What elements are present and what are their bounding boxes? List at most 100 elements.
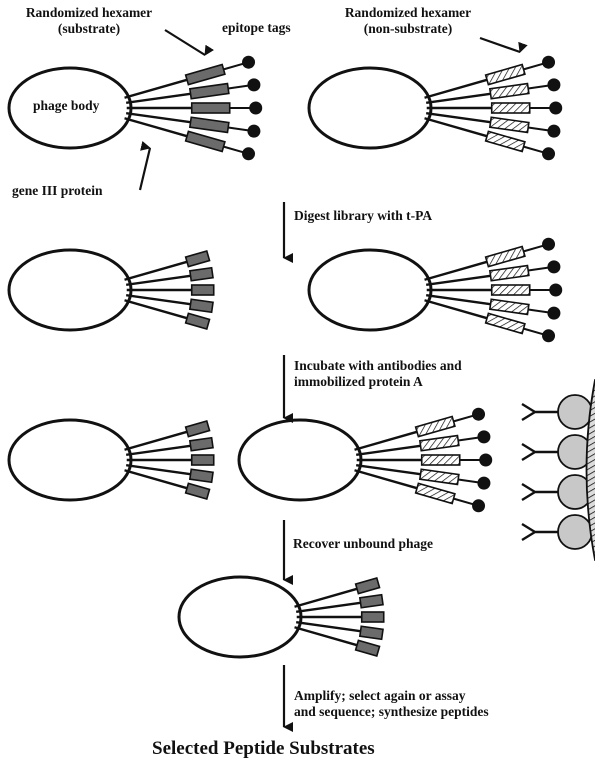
phage-body-label: phage body [33, 98, 99, 114]
epitope-tag [477, 477, 490, 490]
epitope-tag [247, 125, 260, 138]
epitope-tag [242, 147, 255, 160]
phage-body [9, 420, 131, 500]
hexamer-substrate [362, 612, 384, 622]
hexamer-nonsubstrate [492, 103, 530, 113]
linker [458, 480, 480, 483]
hexamer-nonsubstrate [416, 417, 455, 437]
epitope-tag [477, 430, 490, 443]
epitope-tag [547, 260, 560, 273]
linker [458, 437, 480, 440]
phage [309, 56, 562, 161]
step-recover-label: Recover unbound phage [293, 536, 433, 552]
epitope-tag [542, 56, 555, 69]
phage [179, 577, 384, 657]
epitope-tag [472, 408, 485, 421]
hexamer-substrate [190, 438, 213, 451]
epitope-tag [542, 238, 555, 251]
hexamer-nonsubstrate [486, 65, 525, 85]
hexamer-nonsubstrate [492, 285, 530, 295]
phage [9, 420, 214, 500]
hexamer-substrate [186, 251, 210, 267]
gene-iii-protein-label: gene III protein [12, 183, 103, 199]
linker [528, 310, 550, 313]
hexamer-substrate [360, 626, 383, 639]
hexamer-nonsubstrate [420, 436, 459, 451]
gene-iii-pointer-arrow [140, 148, 150, 190]
protein-a-bead [558, 395, 592, 429]
protein-a-bead [558, 515, 592, 549]
linker [224, 147, 245, 153]
epitope-tag [242, 56, 255, 69]
hexamer-nonsubstrate [490, 84, 529, 99]
phage-body [309, 250, 431, 330]
linker [524, 63, 545, 69]
hexamer-nonsubstrate [490, 299, 529, 314]
phage-body [309, 68, 431, 148]
antibody [522, 484, 558, 500]
hexamer-substrate [192, 103, 230, 113]
substrate-pointer-arrow [165, 30, 205, 55]
hexamer-substrate [360, 595, 383, 608]
antibody [522, 404, 558, 420]
epitope-tag [549, 102, 562, 115]
hexamer-substrate [186, 131, 225, 151]
epitope-tag [247, 78, 260, 91]
hexamer-nonsubstrate [490, 266, 529, 281]
epitope-tag [249, 102, 262, 115]
hexamer-substrate [186, 313, 210, 329]
hexamer-nonsubstrate [416, 483, 455, 503]
epitope-tag [542, 147, 555, 160]
hexamer-substrate-label: Randomized hexamer (substrate) [14, 5, 164, 36]
hexamer-substrate [190, 469, 213, 482]
linker [528, 267, 550, 270]
footer-title: Selected Peptide Substrates [152, 738, 375, 760]
hexamer-substrate [186, 65, 225, 85]
hexamer-substrate [190, 268, 213, 281]
phage [309, 238, 562, 343]
epitope-tag [549, 284, 562, 297]
hexamer-substrate [190, 84, 229, 99]
step-amplify-label: Amplify; select again or assay and seque… [294, 688, 489, 719]
protein-a-surface [522, 380, 595, 560]
hexamer-nonsubstrate-label: Randomized hexamer (non-substrate) [333, 5, 483, 36]
hexamer-substrate [356, 578, 380, 594]
linker [524, 245, 545, 251]
linker [528, 85, 550, 88]
hexamer-substrate [192, 285, 214, 295]
hexamer-nonsubstrate [422, 455, 460, 465]
hexamer-substrate [190, 299, 213, 312]
hexamer-substrate [186, 421, 210, 437]
linker [524, 329, 545, 335]
epitope-tags-label: epitope tags [222, 20, 291, 36]
hexamer-nonsubstrate [490, 117, 529, 132]
step-incubate-label: Incubate with antibodies and immobilized… [294, 358, 462, 389]
phage [239, 408, 492, 513]
hexamer-nonsubstrate [486, 313, 525, 333]
hexamer-substrate [192, 455, 214, 465]
hexamer-substrate [190, 117, 229, 132]
antibody [522, 524, 558, 540]
phage-body [179, 577, 301, 657]
nonsubstrate-pointer-arrow [480, 38, 520, 52]
epitope-tag [542, 329, 555, 342]
linker [228, 85, 250, 88]
step-digest-label: Digest library with t-PA [294, 208, 432, 224]
linker [524, 147, 545, 153]
epitope-tag [547, 78, 560, 91]
phage-body [239, 420, 361, 500]
hexamer-substrate [356, 640, 380, 656]
linker [224, 63, 245, 69]
hexamer-nonsubstrate [486, 247, 525, 267]
epitope-tag [547, 125, 560, 138]
epitope-tag [472, 499, 485, 512]
antibody [522, 444, 558, 460]
phage-group [9, 56, 562, 657]
phage-body [9, 250, 131, 330]
hexamer-nonsubstrate [420, 469, 459, 484]
hexamer-nonsubstrate [486, 131, 525, 151]
linker [454, 415, 475, 421]
linker [228, 128, 250, 131]
epitope-tag [479, 454, 492, 467]
